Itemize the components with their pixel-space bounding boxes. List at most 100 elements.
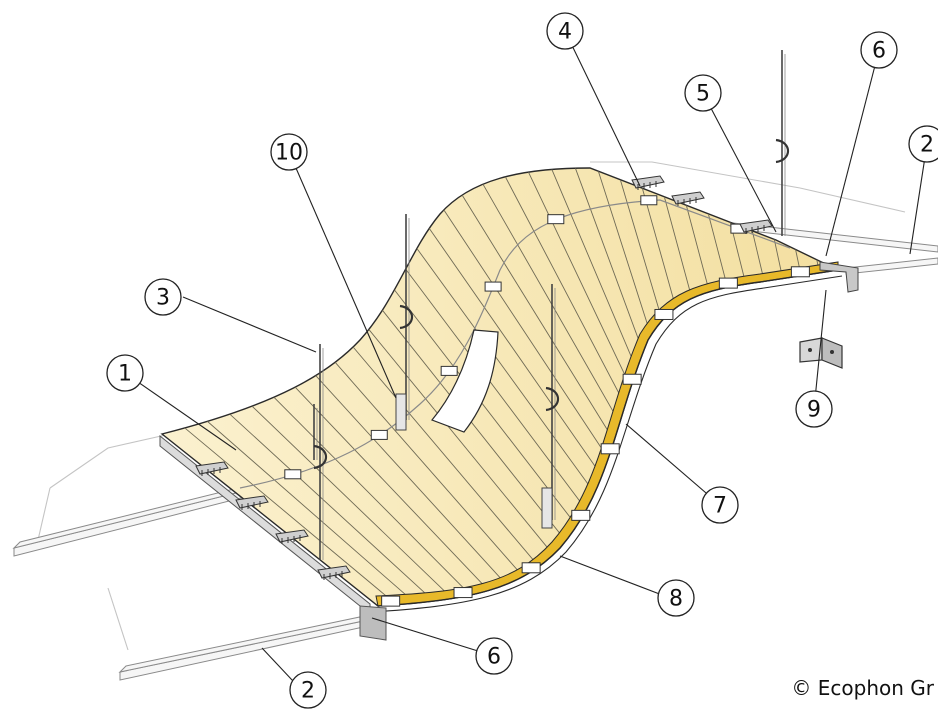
perforated-strap-right	[541, 487, 553, 529]
panel-slat	[685, 205, 710, 292]
panel-slat	[394, 289, 578, 527]
curved-panel-assembly	[160, 167, 843, 613]
callout-c5: 5	[684, 74, 722, 112]
callout-c9: 9	[795, 390, 833, 428]
callout-number: 2	[301, 679, 315, 704]
curved-profile-inner	[371, 275, 843, 613]
callout-leader	[288, 151, 397, 399]
callout-c6b: 6	[475, 637, 513, 675]
panel-slat	[382, 309, 567, 542]
panel-slat	[751, 230, 765, 282]
panel-slat	[461, 194, 615, 441]
callout-leader	[559, 555, 671, 599]
hanger-rod	[313, 404, 318, 460]
panel-slat	[707, 213, 728, 288]
callout-leader	[702, 92, 777, 233]
panel-slat	[428, 228, 603, 477]
profile-clips	[284, 195, 810, 607]
callout-number: 8	[669, 587, 683, 612]
hanger-rod	[405, 214, 410, 420]
callout-number: 2	[920, 133, 934, 158]
panel-slats	[184, 168, 821, 606]
hanger-hook	[399, 304, 414, 330]
hanger-hook	[775, 138, 790, 164]
panel-slat	[294, 386, 489, 591]
callout-leader	[825, 49, 880, 257]
profile-clip	[284, 469, 302, 480]
panel-slat	[416, 248, 595, 494]
mounting-bracket	[671, 191, 705, 206]
callout-leader	[813, 289, 827, 410]
panel-slat	[368, 329, 554, 555]
callout-c7: 7	[701, 486, 739, 524]
callout-leaders	[124, 30, 928, 698]
callout-c2b: 2	[289, 671, 327, 709]
profile-clip	[622, 373, 642, 385]
profile-clip	[654, 308, 674, 320]
curved-profile-edge	[377, 269, 839, 607]
profile-clip	[790, 266, 810, 278]
mounting-bracket	[739, 219, 773, 234]
panel-slat	[273, 396, 471, 596]
panel-slat	[229, 413, 435, 602]
callout-leader	[371, 617, 495, 657]
panel-slat	[184, 427, 397, 606]
callout-leader	[625, 423, 721, 506]
callout-c6a: 6	[860, 31, 898, 69]
mounting-bracket	[235, 495, 269, 510]
profile-clip	[547, 214, 565, 225]
callout-number: 3	[156, 286, 170, 311]
callout-c4: 4	[546, 12, 584, 50]
end-bracket-right	[819, 261, 859, 293]
profile-clip	[600, 443, 620, 455]
profile-clip	[453, 587, 473, 599]
mounting-bracket	[631, 175, 665, 190]
edge-trim-left	[159, 434, 387, 641]
mounting-bracket	[317, 565, 351, 580]
callout-leader	[182, 296, 317, 353]
panel-slat	[315, 375, 507, 585]
profile-clip	[718, 277, 738, 289]
panel-slat	[405, 268, 587, 511]
panel-slat	[641, 188, 677, 308]
copyright-notice: © Ecophon Gr	[791, 676, 934, 700]
profile-clip	[381, 595, 401, 607]
callout-number: 10	[275, 141, 303, 166]
panel-slat	[207, 421, 416, 604]
panel-slat	[551, 169, 638, 370]
profile-clip	[571, 509, 591, 521]
panel-slat	[334, 362, 524, 577]
callout-c3: 3	[144, 278, 182, 316]
panel-slat	[504, 176, 626, 406]
panel-slat	[528, 171, 632, 388]
profile-clip	[370, 429, 388, 440]
profile-clip	[484, 281, 502, 292]
panel-slat	[597, 171, 652, 336]
callouts: 1 2 2 3 4 5 6 6 7 8 9 10	[106, 12, 938, 709]
profile-clip	[640, 195, 658, 206]
hanger-rod	[319, 344, 324, 560]
hanger-hook	[545, 386, 560, 412]
angle-bracket-icon	[799, 337, 843, 369]
mounting-bracket	[195, 461, 229, 476]
callout-number: 5	[696, 82, 710, 107]
callout-leader	[124, 372, 237, 451]
callout-c8: 8	[657, 579, 695, 617]
hanger-rod	[551, 284, 556, 520]
panel-slat	[352, 346, 540, 567]
mounting-bracket	[275, 529, 309, 544]
hanger-hook	[313, 444, 328, 470]
callout-number: 9	[807, 398, 821, 423]
panel-slat	[251, 405, 453, 599]
callout-c2a: 2	[908, 125, 938, 163]
callout-number: 6	[872, 39, 886, 64]
curved-panel-surface	[160, 167, 841, 607]
callout-number: 1	[118, 362, 132, 387]
callout-number: 7	[713, 494, 727, 519]
panel-slat	[663, 196, 693, 299]
background-ceiling-outline	[37, 161, 906, 651]
callout-number: 4	[558, 20, 572, 45]
callout-leader	[564, 30, 641, 187]
perforated-strap-left	[395, 393, 407, 431]
